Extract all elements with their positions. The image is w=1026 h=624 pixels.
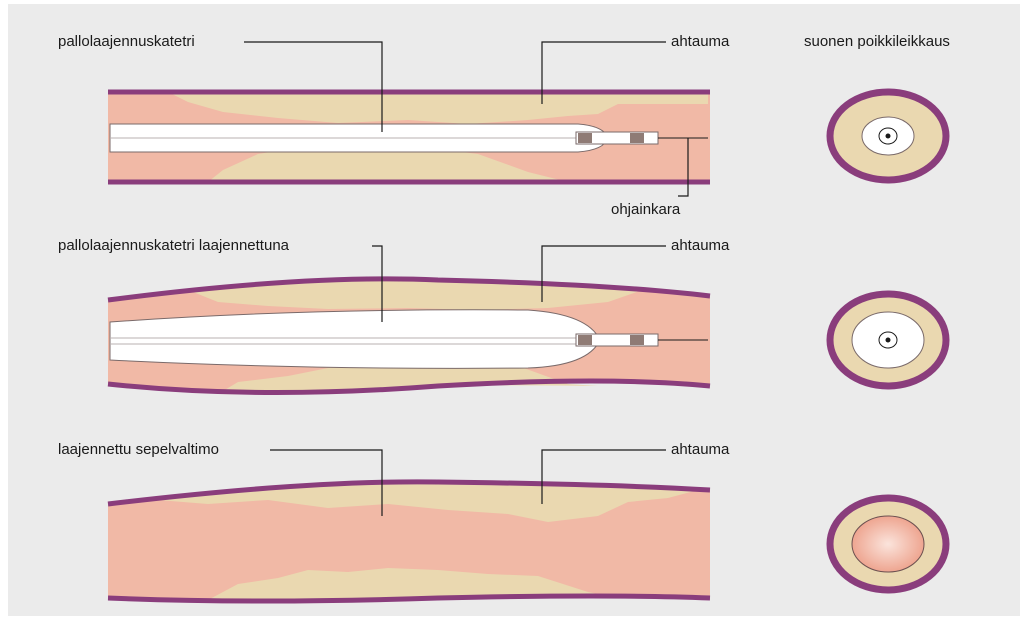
label-stenosis-2: ahtauma [671,238,729,254]
label-balloon-inflated: pallolaajennuskatetri laajennettuna [58,238,289,254]
label-stenosis-3: ahtauma [671,442,729,458]
vessel-row-1 [108,92,710,182]
cross-section-1 [830,92,946,180]
diagram-drawing [8,4,1020,616]
angioplasty-diagram: pallolaajennuskatetri ahtauma suonen poi… [8,4,1020,616]
label-dilated-artery: laajennettu sepelvaltimo [58,442,219,458]
cross-section-2 [830,294,946,386]
label-guidewire: ohjainkara [611,202,680,218]
label-cross-section: suonen poikkileikkaus [804,34,950,50]
label-balloon-catheter: pallolaajennuskatetri [58,34,195,50]
balloon-2 [110,310,600,369]
label-stenosis-1: ahtauma [671,34,729,50]
vessel-row-2 [108,279,710,395]
cross-section-3 [830,498,946,590]
vessel-row-3 [108,482,710,602]
